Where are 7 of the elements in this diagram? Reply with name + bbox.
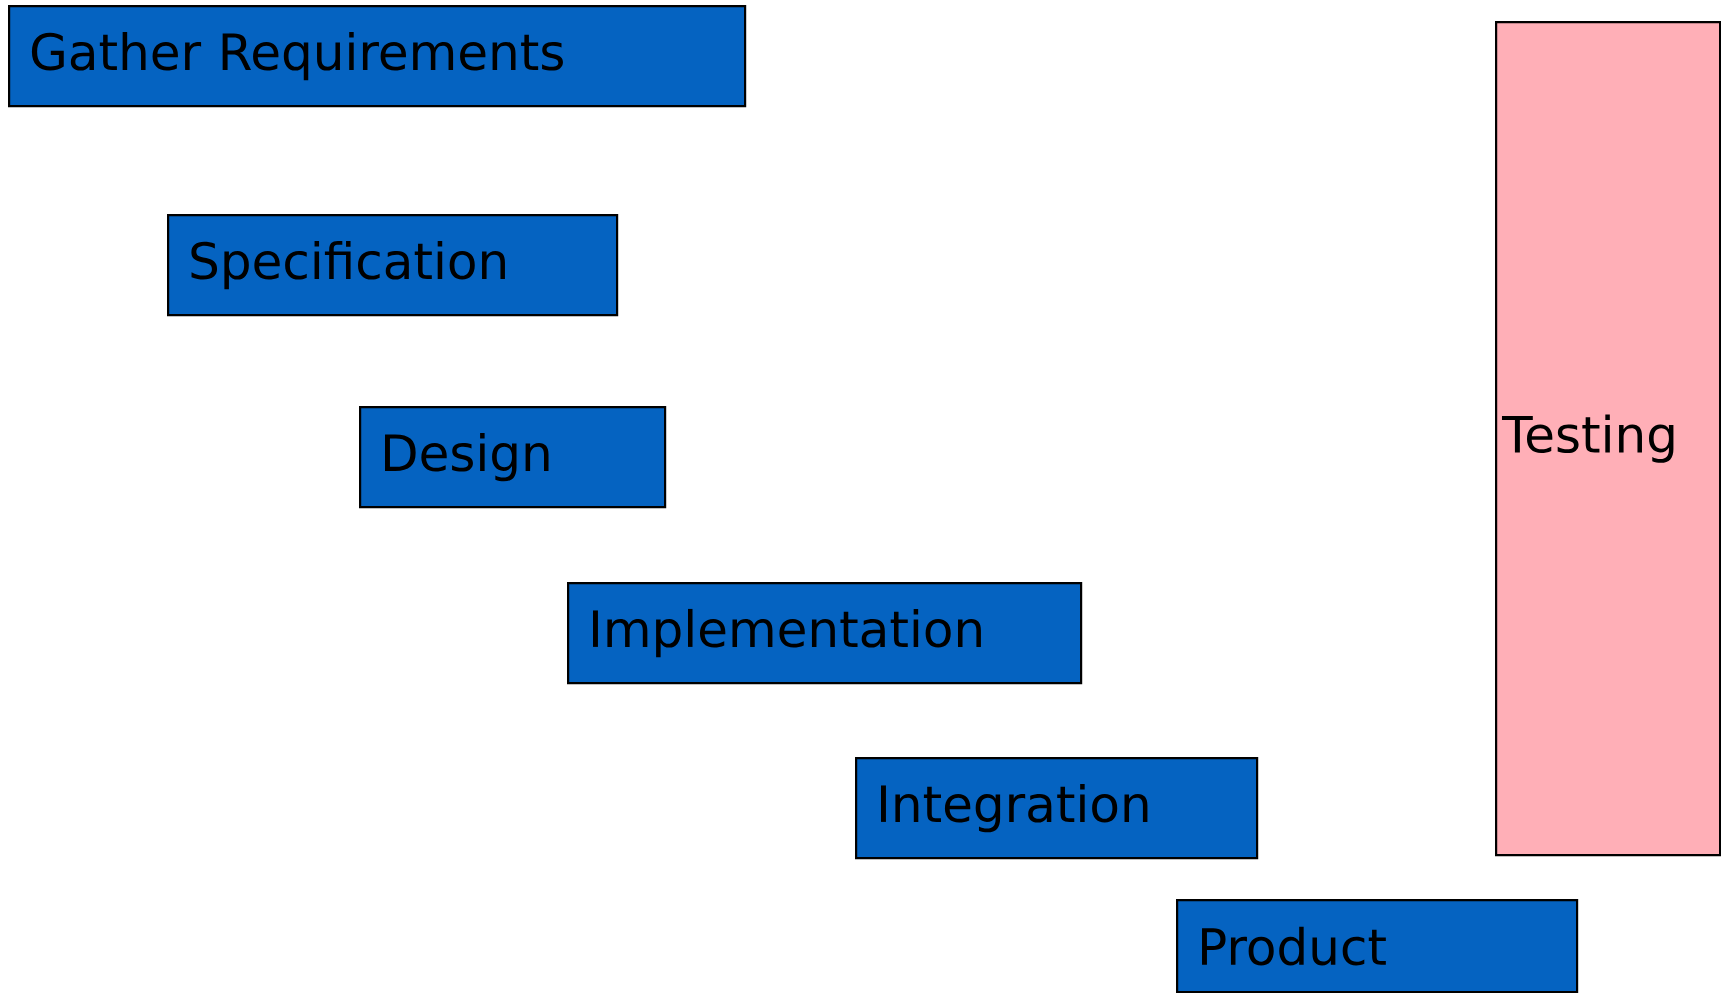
phase-box: Implementation bbox=[567, 582, 1083, 685]
phase-box: Integration bbox=[855, 757, 1259, 860]
testing-bar: Testing bbox=[1495, 21, 1721, 857]
phase-box: Design bbox=[359, 406, 667, 509]
phase-box: Specification bbox=[167, 214, 619, 317]
phase-box: Gather Requirements bbox=[8, 5, 747, 108]
phase-box: Product bbox=[1176, 899, 1579, 993]
